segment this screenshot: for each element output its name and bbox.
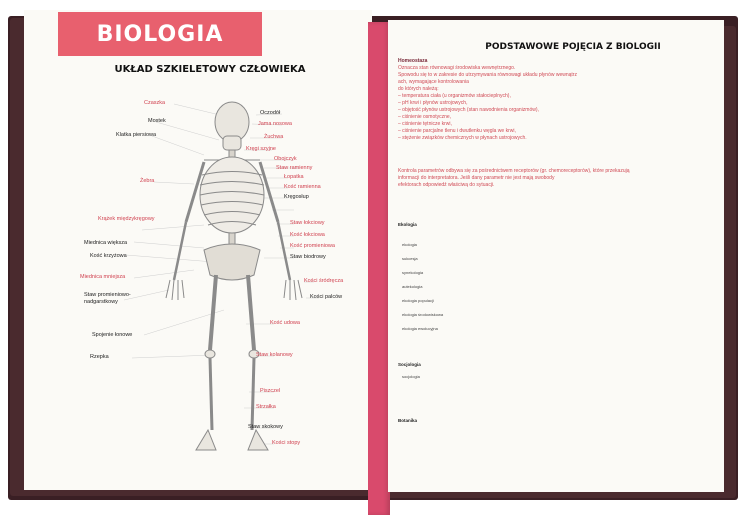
label-staw-biodrowy: Staw biodrowy — [290, 254, 326, 260]
label-strzalka: Strzałka — [256, 404, 276, 410]
section-item: ekologia populacji — [402, 298, 434, 303]
section-item: synekologia — [402, 270, 423, 275]
label-staw-lokciowy: Staw łokciowy — [290, 220, 325, 226]
label-kosci-palcow: Kości palców — [310, 294, 342, 300]
block-line: – temperatura ciała (u organizmów stałoc… — [398, 93, 714, 100]
label-spojenie-lonowe: Spojenie łonowe — [92, 332, 132, 338]
left-page: BIOLOGIA UKŁAD SZKIELETOWY CZŁOWIEKA — [24, 10, 372, 490]
bookmark-ribbon — [368, 22, 390, 515]
block-line: – ciśnienie tętnicze krwi, — [398, 121, 714, 128]
homeostasis-block: Homeostaza Oznacza stan równowagi środow… — [398, 58, 714, 142]
control-paragraph: Kontrola parametrów odbywa się za pośred… — [398, 168, 714, 189]
block-line: Kontrola parametrów odbywa się za pośred… — [398, 168, 714, 175]
skeleton-illustration — [24, 10, 372, 490]
label-kosc-ramienna: Kość ramienna — [284, 184, 321, 190]
section-title-ekologia: Ekologia — [398, 222, 417, 227]
label-lopatka: Łopatka — [284, 174, 304, 180]
label-klatka-piersiowa: Klatka piersiowa — [116, 132, 156, 138]
label-miednica-mniejsza: Miednica mniejsza — [80, 274, 125, 280]
block-line: – objętość płynów ustrojowych (stan nawo… — [398, 107, 714, 114]
section-title-socjologia: Socjologia — [398, 362, 421, 367]
section-item: socjologia — [402, 374, 420, 379]
label-staw-promieniowo: Staw promieniowo-nadgarstkowy — [84, 292, 144, 306]
block-line: efektorach odpowiedź właściwą do sytuacj… — [398, 182, 714, 189]
label-staw-skokowy: Staw skokowy — [248, 424, 283, 430]
section-title-botanika: Botanika — [398, 418, 417, 423]
label-obojczyk: Obojczyk — [274, 156, 297, 162]
label-zebra: Żebra — [140, 178, 154, 184]
label-miednica-wieksza: Miednica większa — [84, 240, 127, 246]
label-kosci-stopy: Kości stopy — [272, 440, 300, 446]
block-line: do których należą: — [398, 86, 714, 93]
block-line: ach, wymagające kontrolowania — [398, 79, 714, 86]
block-line: informacji do interpretatora. Jeśli dany… — [398, 175, 714, 182]
block-line: – ciśnienie parcjalne tlenu i dwutlenku … — [398, 128, 714, 135]
label-staw-ramienny: Staw ramienny — [276, 165, 312, 171]
section-item: ekologia środowiskowa — [402, 312, 443, 317]
label-mostek: Mostek — [148, 118, 166, 124]
label-kosci-srodrecza: Kości śródręcza — [304, 278, 343, 284]
section-item: ekologia — [402, 242, 417, 247]
label-jama-nosowa: Jama nosowa — [258, 121, 292, 127]
block-line: – stężenie związków chemicznych w płynac… — [398, 135, 714, 142]
label-piszczel: Piszczel — [260, 388, 280, 394]
block-line: Oznacza stan równowagi środowiska wewnęt… — [398, 65, 714, 72]
block-line: – ciśnienie osmotyczne, — [398, 114, 714, 121]
section-item: sukcesja — [402, 256, 418, 261]
label-kosc-udowa: Kość udowa — [270, 320, 300, 326]
page-heading-right: PODSTAWOWE POJĘCIA Z BIOLOGII — [428, 42, 718, 52]
label-kregoslup: Kręgosłup — [284, 194, 309, 200]
label-oczodol: Oczodół — [260, 110, 280, 116]
block-line: Homeostaza — [398, 58, 714, 65]
section-item: autekologia — [402, 284, 422, 289]
label-kosc-lokciowa: Kość łokciowa — [290, 232, 325, 238]
label-kosc-krzyzowa: Kość krzyżowa — [90, 253, 127, 259]
section-item: ekologia ewolucyjna — [402, 326, 438, 331]
label-czaszka: Czaszka — [144, 100, 165, 106]
label-zuchwa: Żuchwa — [264, 134, 283, 140]
block-line: – pH krwi i płynów ustrojowych, — [398, 100, 714, 107]
label-kregi-szyjne: Kręgi szyjne — [246, 146, 276, 152]
label-krazek: Krążek międzykręgowy — [98, 216, 155, 222]
label-rzepka: Rzepka — [90, 354, 109, 360]
right-page: PODSTAWOWE POJĘCIA Z BIOLOGII Homeostaza… — [388, 20, 724, 492]
label-kosc-promieniowa: Kość promieniowa — [290, 243, 335, 249]
label-staw-kolanowy: Staw kolanowy — [256, 352, 293, 358]
block-line: Spowodu się to w zakresie do utrzymywani… — [398, 72, 714, 79]
